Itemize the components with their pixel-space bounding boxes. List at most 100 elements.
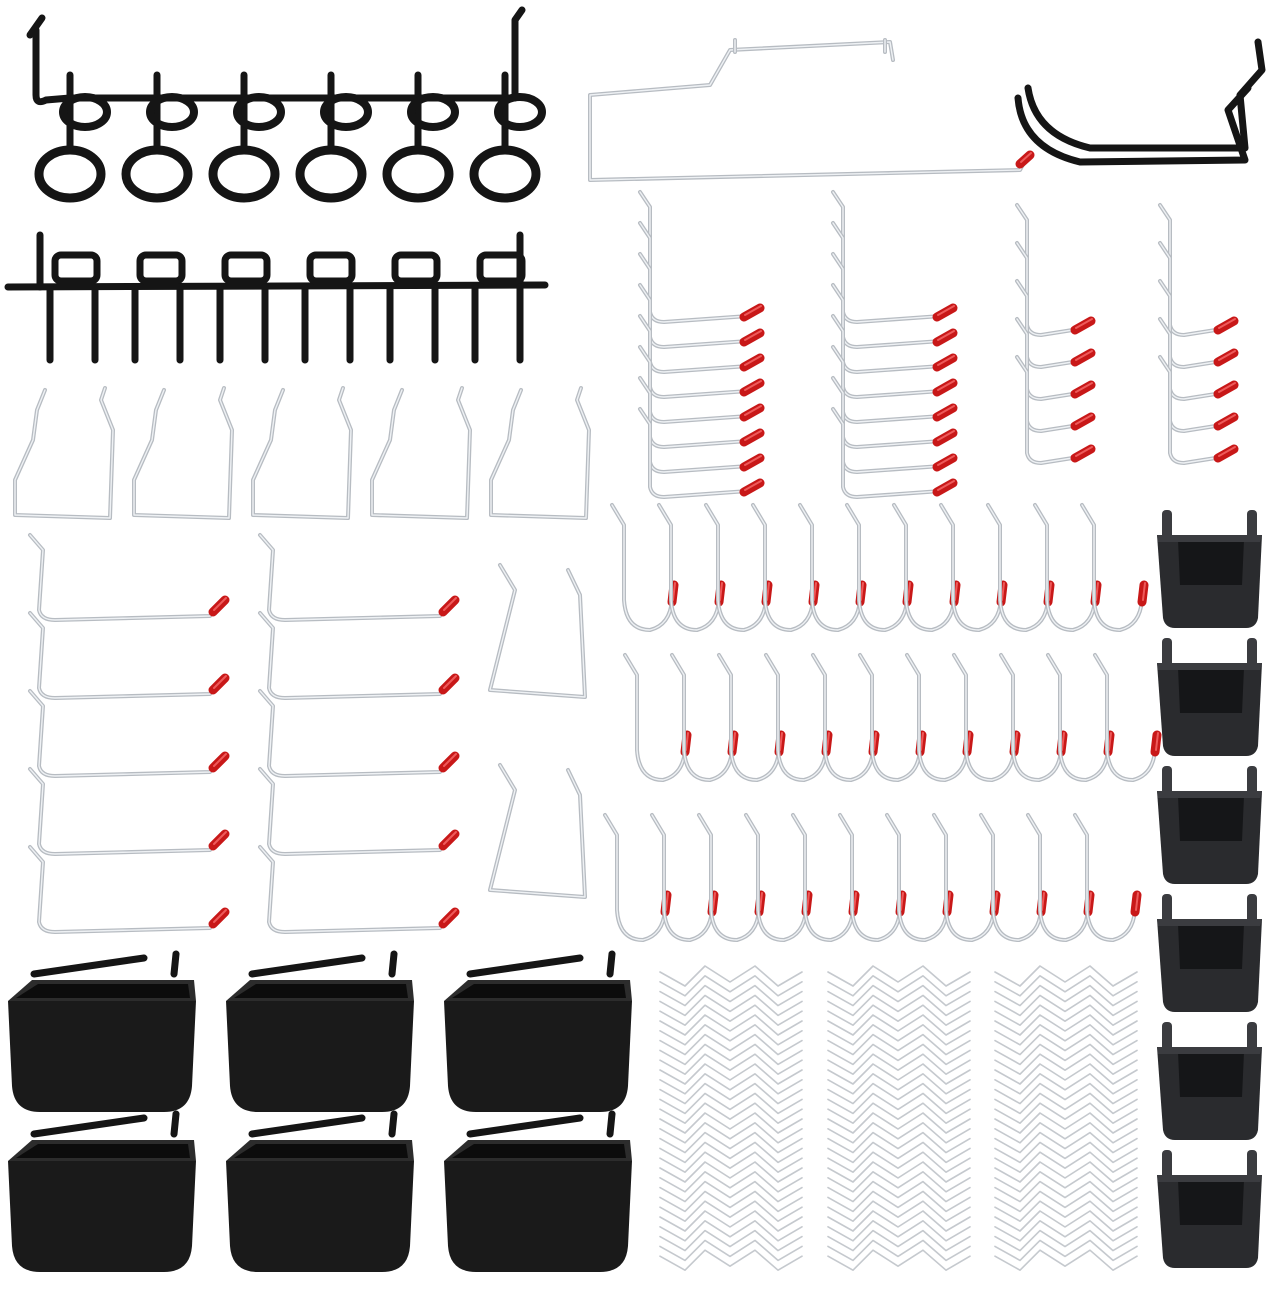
capped-hook [638, 252, 750, 374]
capped-hook [831, 252, 943, 374]
j-hook [845, 503, 909, 632]
black-bin [8, 950, 196, 1112]
square-loop-hook [488, 763, 587, 899]
long-hook [28, 767, 219, 856]
ring [295, 145, 367, 203]
capped-hook [638, 221, 750, 349]
ring [208, 145, 280, 203]
capped-hook [1158, 355, 1224, 465]
tool-holder [1157, 638, 1262, 756]
tool-holder [1157, 510, 1262, 628]
black-bin [226, 950, 414, 1112]
j-hook [952, 653, 1016, 782]
j-hook [717, 653, 781, 782]
j-hook [670, 653, 734, 782]
loop-hook [132, 386, 234, 520]
tool-holder [1157, 1022, 1262, 1140]
capped-hook [831, 407, 943, 499]
j-hook [610, 503, 674, 632]
ring [469, 145, 541, 203]
j-hook [979, 813, 1043, 942]
long-hook [258, 767, 449, 856]
j-hook [623, 653, 687, 782]
long-hook [258, 611, 449, 700]
capped-hook [638, 190, 750, 324]
black-double-hook [1014, 38, 1266, 166]
j-hook [798, 503, 862, 632]
tool-holder [1157, 894, 1262, 1012]
prong [386, 283, 439, 364]
loop-hook [251, 386, 353, 520]
capped-hook [831, 190, 943, 324]
j-hook [905, 653, 969, 782]
j-hook [1033, 503, 1097, 632]
j-hook [939, 503, 1003, 632]
prong [301, 283, 354, 364]
j-hook-rows [603, 503, 1162, 942]
j-hook [657, 503, 721, 632]
j-hook [838, 813, 902, 942]
black-bin [226, 1110, 414, 1272]
long-hook [258, 845, 449, 934]
j-hook [811, 653, 875, 782]
long-hook [28, 845, 219, 934]
long-hook [28, 611, 219, 700]
long-wire-bracket [588, 38, 1035, 182]
j-hook [1073, 813, 1137, 942]
loop-hook [13, 386, 115, 520]
j-hook [932, 813, 996, 942]
black-ring-rack [26, 6, 546, 203]
j-hook [704, 503, 768, 632]
j-hook [603, 813, 667, 942]
prong [131, 283, 184, 364]
capped-hook [831, 221, 943, 349]
j-hook [885, 813, 949, 942]
j-hook [1093, 653, 1157, 782]
zigzag-lock-columns [659, 965, 1138, 1271]
ring [121, 145, 193, 203]
black-prong-rack [4, 231, 549, 364]
loop-hook [370, 386, 472, 520]
ring [34, 145, 106, 203]
black-bin [444, 950, 632, 1112]
j-hook [791, 813, 855, 942]
j-hook [650, 813, 714, 942]
tool-holder [1157, 1150, 1262, 1268]
j-hook [697, 813, 761, 942]
black-bins [8, 950, 632, 1272]
loop-hook [489, 386, 591, 520]
j-hook [1046, 653, 1110, 782]
long-straight-hooks [28, 533, 460, 934]
square-loop-hook [488, 563, 587, 699]
j-hook [892, 503, 956, 632]
hook-arm-top [1024, 38, 1266, 152]
prong [471, 283, 524, 364]
tool-holder [1157, 766, 1262, 884]
j-hook [1026, 813, 1090, 942]
bracket-frame [588, 40, 1030, 182]
j-hook [1080, 503, 1144, 632]
black-bin [8, 1110, 196, 1272]
prong [216, 283, 269, 364]
j-hook [751, 503, 815, 632]
long-hook [28, 533, 219, 622]
square-loop-hooks [488, 563, 587, 899]
zigzag-column [827, 965, 971, 1271]
hook-arm-bottom [1014, 84, 1252, 166]
long-hook [28, 689, 219, 778]
black-bin [444, 1110, 632, 1272]
long-hook [258, 689, 449, 778]
capped-hook-columns [638, 190, 1239, 499]
long-hook [258, 533, 449, 622]
j-hook [764, 653, 828, 782]
j-hook [744, 813, 808, 942]
j-hook [999, 653, 1063, 782]
zigzag-column [659, 965, 803, 1271]
capped-hook [638, 407, 750, 499]
prong [46, 283, 99, 364]
zigzag-column [994, 965, 1138, 1271]
loop-hooks [13, 386, 591, 520]
j-hook [986, 503, 1050, 632]
j-hook [858, 653, 922, 782]
